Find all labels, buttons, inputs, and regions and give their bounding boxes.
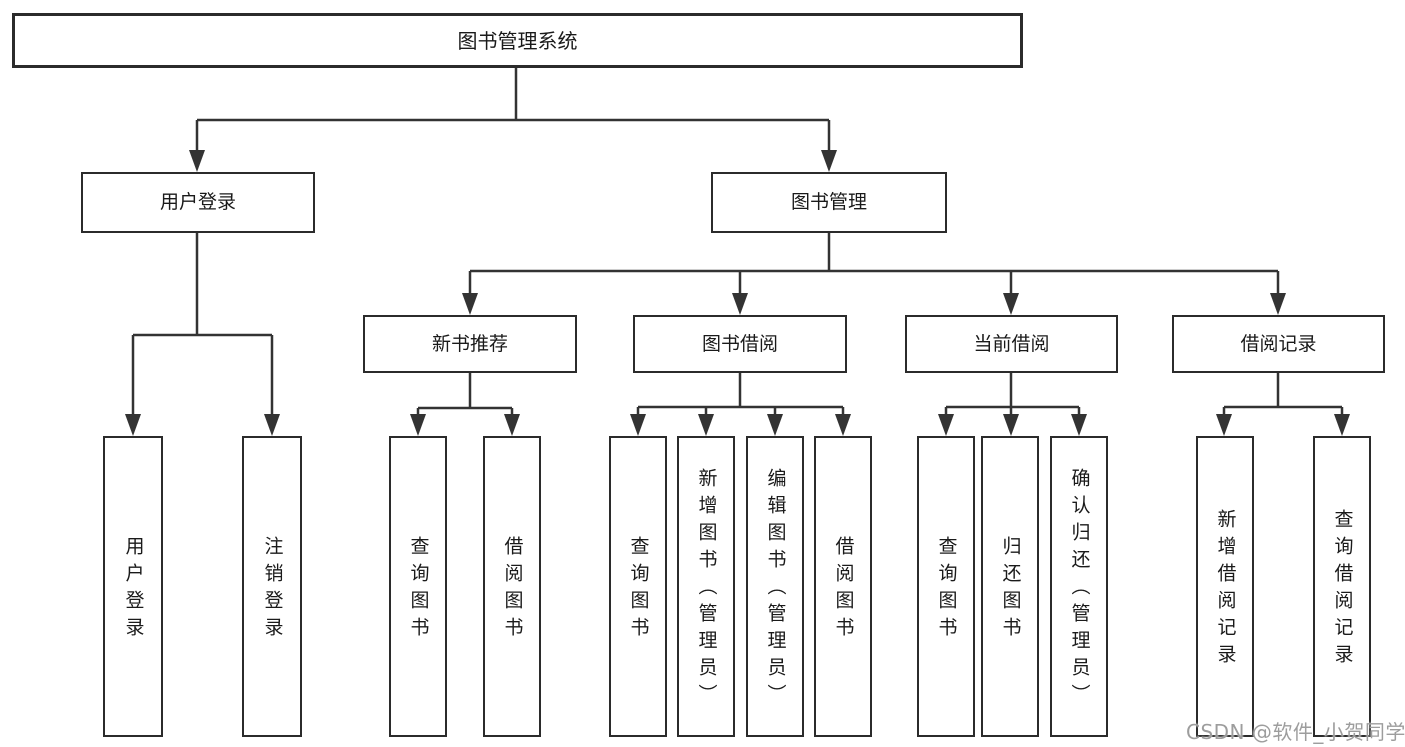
leaf-borrow-books-recommend: 借阅图书	[483, 436, 541, 737]
node-new-book-recommend: 新书推荐	[363, 315, 577, 373]
node-book-management: 图书管理	[711, 172, 947, 233]
connector-borrow-record-branch	[1222, 373, 1344, 421]
leaf-user-login: 用户登录	[103, 436, 163, 737]
node-user-login: 用户登录	[81, 172, 315, 233]
node-book-borrow: 图书借阅	[633, 315, 847, 373]
leaf-borrow-books: 借阅图书	[814, 436, 872, 737]
connector-current-borrow-branch	[944, 373, 1081, 421]
node-library-system: 图书管理系统	[12, 13, 1023, 68]
csdn-watermark: CSDN @软件_小贺同学	[1186, 720, 1405, 744]
leaf-query-books-recommend: 查询图书	[389, 436, 447, 737]
connector-book-mgmt-branch	[468, 233, 1280, 300]
connector-new-book-branch	[416, 373, 514, 421]
connector-user-login-branch	[131, 233, 274, 420]
leaf-query-books-current: 查询图书	[917, 436, 975, 737]
node-borrow-records: 借阅记录	[1172, 315, 1385, 373]
leaf-return-books: 归还图书	[981, 436, 1039, 737]
leaf-edit-books-admin: 编辑图书（管理员）	[746, 436, 804, 737]
leaf-logout: 注销登录	[242, 436, 302, 737]
leaf-add-borrow-record: 新增借阅记录	[1196, 436, 1254, 737]
leaf-query-borrow-record: 查询借阅记录	[1313, 436, 1371, 737]
connector-book-borrow-branch	[636, 373, 845, 421]
leaf-query-books-borrow: 查询图书	[609, 436, 667, 737]
leaf-confirm-return-admin: 确认归还（管理员）	[1050, 436, 1108, 737]
leaf-add-books-admin: 新增图书（管理员）	[677, 436, 735, 737]
node-current-borrow: 当前借阅	[905, 315, 1118, 373]
connector-root-branch	[195, 68, 831, 156]
